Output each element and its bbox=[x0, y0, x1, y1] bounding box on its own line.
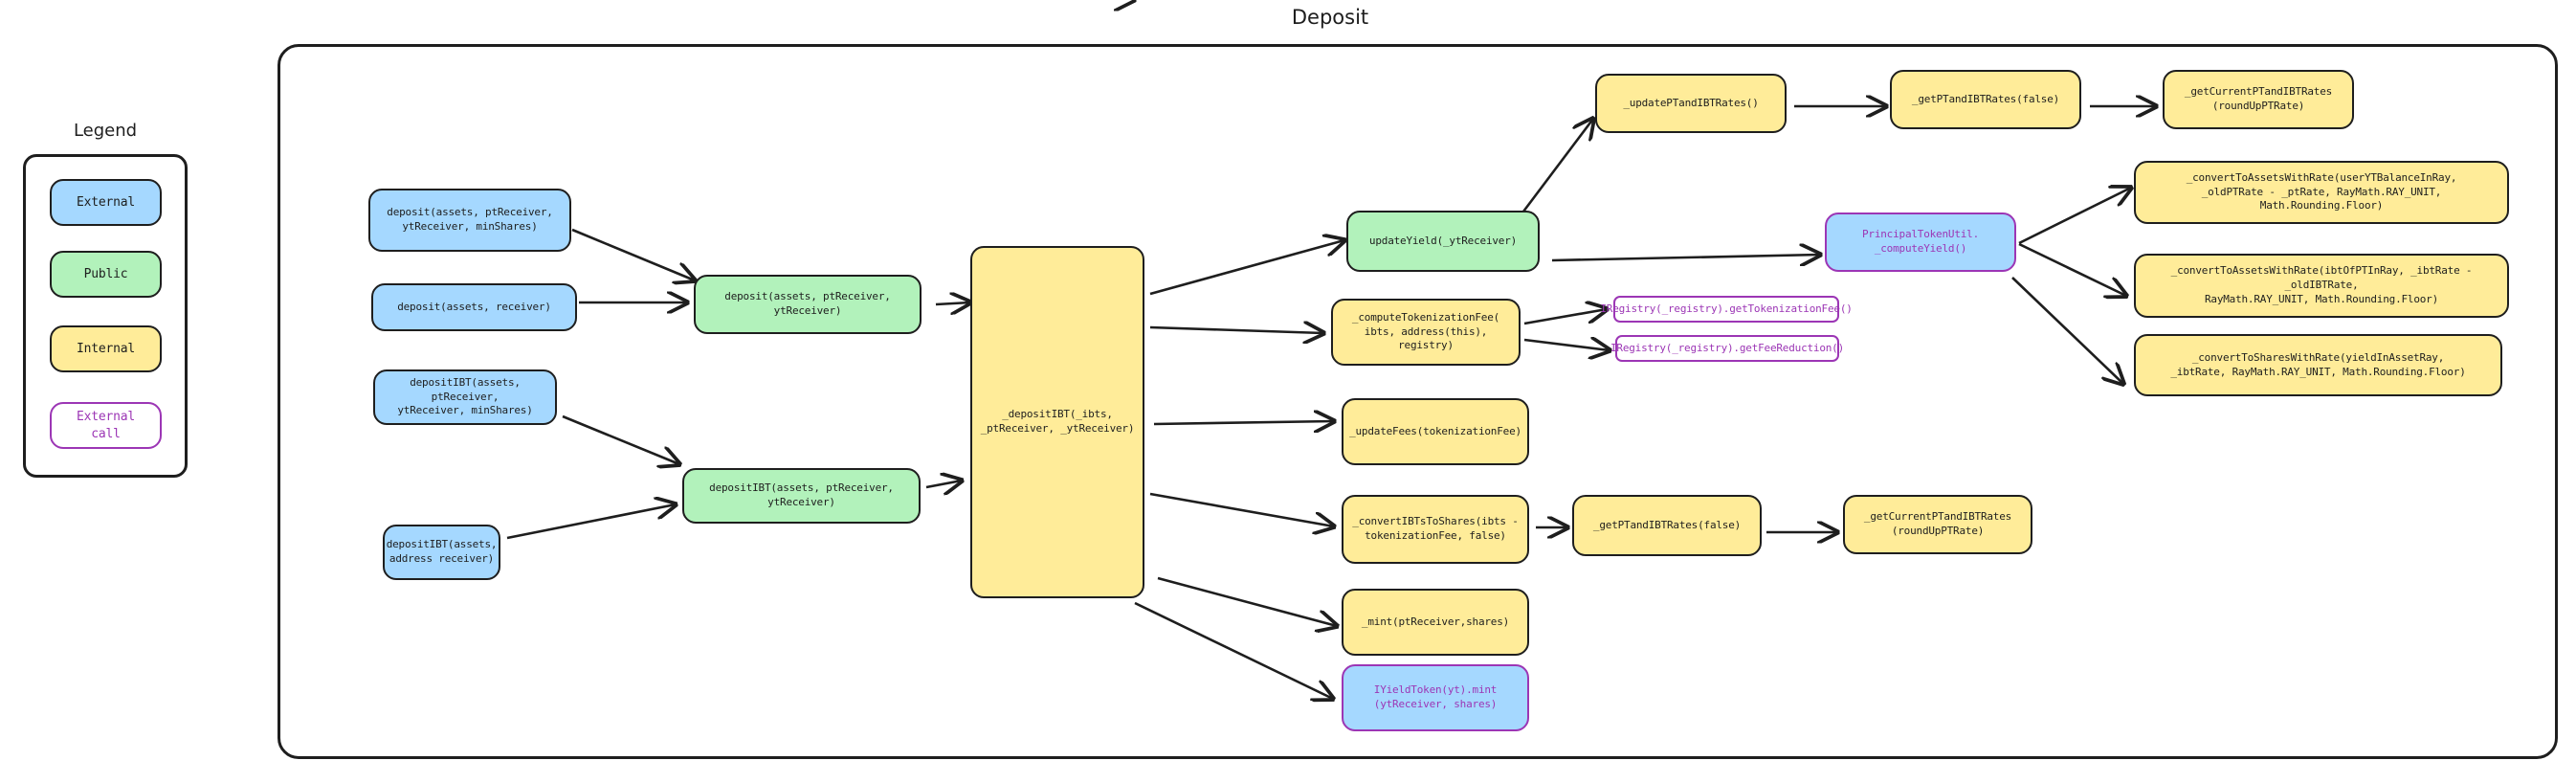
legend-item-public: Public bbox=[50, 251, 162, 298]
arrow-compute-yield-to-convert-2 bbox=[2018, 242, 2126, 296]
node-compute-yield-call: PrincipalTokenUtil. _computeYield() bbox=[1825, 213, 2016, 272]
node-get-pt-ibt-rates-1: _getPTandIBTRates(false) bbox=[1890, 70, 2081, 129]
arrow-depositibt-to-internal bbox=[925, 481, 962, 487]
arrow-update-yield-to-update-rates bbox=[1521, 119, 1593, 213]
arrow-internal-to-mint bbox=[1157, 576, 1337, 626]
arrow-deposit-min-to-deposit bbox=[571, 228, 695, 280]
node-convert-to-assets-1: _convertToAssetsWithRate(userYTBalanceIn… bbox=[2134, 161, 2509, 224]
arrow-internal-to-update-fees bbox=[1153, 421, 1334, 424]
node-update-yield: updateYield(_ytReceiver) bbox=[1346, 211, 1540, 272]
node-get-current-rates-1: _getCurrentPTandIBTRates (roundUpPTRate) bbox=[2163, 70, 2354, 129]
arrow-deposit-to-internal bbox=[935, 302, 970, 304]
node-convert-ibts-to-shares: _convertIBTsToShares(ibts - tokenization… bbox=[1342, 495, 1529, 564]
legend-item-external-call: External call bbox=[50, 402, 162, 449]
node-mint: _mint(ptReceiver,shares) bbox=[1342, 589, 1529, 656]
node-get-pt-ibt-rates-2: _getPTandIBTRates(false) bbox=[1572, 495, 1762, 556]
node-update-fees: _updateFees(tokenizationFee) bbox=[1342, 398, 1529, 465]
arrow-compute-yield-to-convert-3 bbox=[2011, 277, 2123, 384]
arrow-internal-to-compute-fee bbox=[1149, 327, 1323, 333]
arrow-compute-fee-to-registry-fee bbox=[1523, 309, 1607, 325]
node-deposit-ibt-internal: _depositIBT(_ibts, _ptReceiver, _ytRecei… bbox=[970, 246, 1144, 598]
arrow-update-yield-to-compute-yield bbox=[1551, 255, 1820, 260]
deposit-frame bbox=[278, 44, 2558, 759]
arrow-compute-yield-to-convert-1 bbox=[2018, 188, 2131, 245]
node-depositibt-public: depositIBT(assets, ptReceiver, ytReceive… bbox=[682, 468, 921, 524]
legend-title: Legend bbox=[73, 121, 138, 141]
node-depositibt-address-receiver: depositIBT(assets, address receiver) bbox=[383, 525, 500, 580]
diagram-title: Deposit bbox=[1291, 6, 1369, 29]
node-convert-to-shares: _convertToSharesWithRate(yieldInAssetRay… bbox=[2134, 334, 2502, 396]
node-depositibt-min-shares: depositIBT(assets, ptReceiver, ytReceive… bbox=[373, 369, 557, 425]
legend-box bbox=[23, 154, 188, 478]
node-update-pt-ibt-rates: _updatePTandIBTRates() bbox=[1595, 74, 1787, 133]
arrow-depositibt-min-to-depositibt bbox=[562, 414, 679, 464]
node-get-current-rates-2: _getCurrentPTandIBTRates (roundUpPTRate) bbox=[1843, 495, 2032, 554]
arrow-internal-to-convert-ibts bbox=[1149, 492, 1334, 526]
node-convert-to-assets-2: _convertToAssetsWithRate(ibtOfPTInRay, _… bbox=[2134, 254, 2509, 318]
legend-item-internal: Internal bbox=[50, 325, 162, 372]
node-registry-get-tokenization-fee: IRegistry(_registry).getTokenizationFee(… bbox=[1600, 296, 1853, 323]
node-yield-token-mint-call: IYieldToken(yt).mint (ytReceiver, shares… bbox=[1342, 664, 1529, 731]
node-compute-tokenization-fee: _computeTokenizationFee( ibts, address(t… bbox=[1331, 299, 1521, 366]
node-deposit-public: deposit(assets, ptReceiver, ytReceiver) bbox=[694, 275, 922, 334]
node-registry-get-fee-reduction: IRegistry(_registry).getFeeReduction() bbox=[1610, 335, 1844, 362]
legend-item-external: External bbox=[50, 179, 162, 226]
arrow-internal-to-yt-mint bbox=[1134, 601, 1333, 699]
arrow-depositibt-addr-to-depositibt bbox=[506, 504, 676, 540]
node-deposit-receiver: deposit(assets, receiver) bbox=[371, 283, 577, 331]
arrow-internal-to-update-yield bbox=[1149, 240, 1344, 296]
node-deposit-min-shares: deposit(assets, ptReceiver, ytReceiver, … bbox=[368, 189, 571, 252]
arrow-compute-fee-to-registry-reduction bbox=[1523, 340, 1610, 350]
